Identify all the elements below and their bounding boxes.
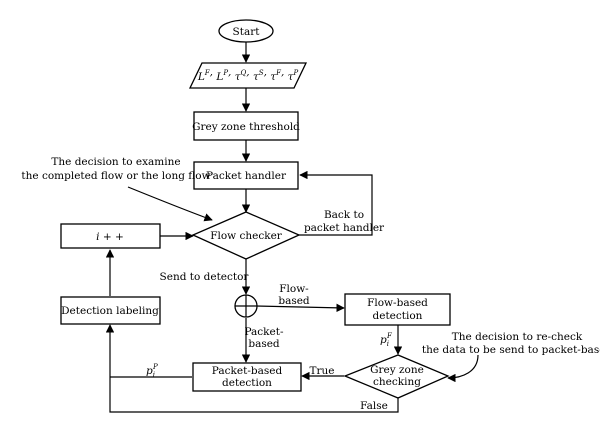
- grey-zone-threshold-box: Grey zone threshold: [192, 111, 300, 141]
- start-terminal: Start: [218, 19, 274, 43]
- edge-label-p-packet: piP: [146, 363, 158, 379]
- arrow-junction-to-flow-detection: [255, 303, 345, 313]
- param-symbol: τ: [288, 71, 294, 83]
- annotation-recheck-line1: The decision to re-check: [452, 331, 583, 343]
- flow-checker-diamond: Flow checker: [191, 211, 301, 260]
- increment-label: i + +: [96, 231, 124, 243]
- flow-checker-label: Flow checker: [210, 230, 283, 242]
- param-superscript: F: [275, 69, 282, 77]
- annotation-examine-line2: the completed flow or the long flow: [21, 170, 210, 182]
- params-label: LF, LP, τQ, τS, τF, τP: [197, 66, 299, 83]
- annotation-pointer-examine: [127, 186, 213, 222]
- junction-circle: [234, 294, 258, 318]
- annotation-pointer-recheck: [447, 354, 479, 383]
- param-separator: ,: [228, 66, 235, 78]
- grey-zone-checking-label-line1: Grey zone: [370, 364, 424, 376]
- edge-label-true: True: [310, 365, 335, 377]
- edge-label-flow-based-line2: based: [278, 295, 310, 307]
- packet-handler-box: Packet handler: [193, 161, 299, 190]
- flow-based-detection-label-line1: Flow-based: [367, 297, 428, 309]
- detection-labeling-label: Detection labeling: [61, 305, 159, 317]
- annotation-examine-line1: The decision to examine: [51, 156, 180, 168]
- param-symbol: L: [215, 71, 223, 83]
- arrow-grey-check-false: [105, 324, 399, 413]
- flow-based-detection-label-line2: detection: [373, 310, 423, 322]
- start-label: Start: [233, 26, 261, 38]
- detection-labeling-box: Detection labeling: [60, 296, 161, 325]
- increment-box: i + +: [60, 223, 161, 249]
- params-input: LF, LP, τQ, τS, τF, τP: [188, 62, 308, 89]
- grey-zone-checking-label-line2: checking: [373, 376, 421, 388]
- grey-zone-checking-diamond: Grey zone checking: [343, 354, 450, 399]
- param-superscript: P: [222, 69, 228, 77]
- param-symbol: τ: [270, 71, 276, 83]
- param-symbol: L: [197, 71, 205, 83]
- param-superscript: Q: [241, 69, 247, 77]
- param-symbol: τ: [235, 71, 241, 83]
- param-superscript: S: [259, 69, 264, 77]
- flow-based-detection-box: Flow-based detection: [344, 293, 451, 326]
- param-superscript: P: [292, 69, 298, 77]
- param-separator: ,: [281, 66, 288, 78]
- connectors: [105, 42, 479, 413]
- packet-handler-label: Packet handler: [206, 170, 287, 182]
- packet-based-detection-box: Packet-based detection: [192, 362, 302, 392]
- packet-based-detection-label-line1: Packet-based: [212, 365, 283, 377]
- param-separator: ,: [246, 66, 253, 78]
- edge-label-p-flow: piF: [380, 332, 393, 348]
- edge-label-packet-based-line1: Packet-: [244, 326, 284, 338]
- param-separator: ,: [210, 66, 217, 78]
- edge-label-false: False: [360, 400, 388, 412]
- annotation-recheck-line2: the data to be send to packet-based: [422, 344, 600, 356]
- edge-label-flow-based-line1: Flow-: [279, 283, 309, 295]
- edge-label-back-line1: Back to: [324, 209, 364, 221]
- packet-based-detection-label-line2: detection: [222, 377, 272, 389]
- edge-label-back-line2: packet handler: [304, 222, 385, 234]
- param-symbol: τ: [253, 71, 259, 83]
- edge-label-packet-based-line2: based: [248, 338, 280, 350]
- grey-zone-threshold-label: Grey zone threshold: [192, 121, 300, 133]
- edge-label-send-to-detector: Send to detector: [160, 271, 250, 283]
- param-separator: ,: [264, 66, 271, 78]
- arrow-back-to-handler: [299, 170, 373, 236]
- param-superscript: F: [204, 69, 211, 77]
